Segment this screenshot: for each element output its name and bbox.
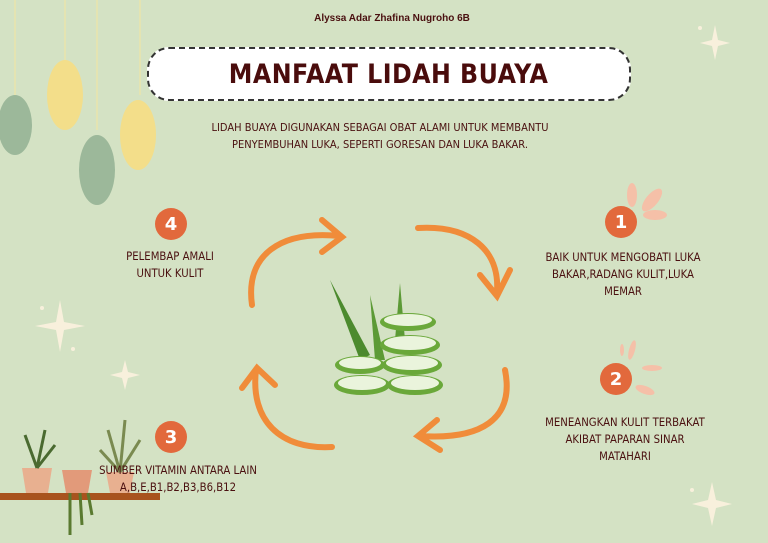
arrow-bottom-right (412, 367, 510, 453)
badge-4: 4 (155, 208, 187, 240)
sparkle-icon (35, 25, 732, 526)
petal-decoration (620, 183, 667, 396)
badge-1: 1 (605, 206, 637, 238)
cycle-arrows (239, 217, 513, 453)
benefit-2-text: MENEANGKAN KULIT TERBAKAT AKIBAT PAPARAN… (545, 415, 705, 463)
arrow-top-right (415, 224, 513, 302)
badge-2: 2 (600, 363, 632, 395)
arrow-top-left (248, 217, 347, 308)
arrow-bottom-left (239, 363, 335, 451)
benefit-4-text: PELEMBAP AMALI UNTUK KULIT (126, 249, 214, 280)
benefit-1-text: BAIK UNTUK MENGOBATI LUKA BAKAR,RADANG K… (545, 250, 701, 298)
plant-shelf-decoration (0, 419, 160, 535)
page-title: MANFAAT LIDAH BUAYA (229, 58, 549, 90)
aloe-vera-image (330, 280, 443, 395)
author-name: Alyssa Adar Zhafina Nugroho 6B (314, 13, 470, 24)
badge-3: 3 (155, 421, 187, 453)
hanging-leaf-decoration (0, 0, 156, 205)
benefit-3-text: SUMBER VITAMIN ANTARA LAIN A,B,E,B1,B2,B… (99, 463, 257, 494)
description-line: LIDAH BUAYA DIGUNAKAN SEBAGAI OBAT ALAMI… (211, 121, 549, 134)
description: LIDAH BUAYA DIGUNAKAN SEBAGAI OBAT ALAMI… (200, 119, 560, 153)
description-line: PENYEMBUHAN LUKA, SEPERTI GORESAN DAN LU… (232, 138, 528, 151)
title-banner: MANFAAT LIDAH BUAYA (147, 47, 631, 101)
